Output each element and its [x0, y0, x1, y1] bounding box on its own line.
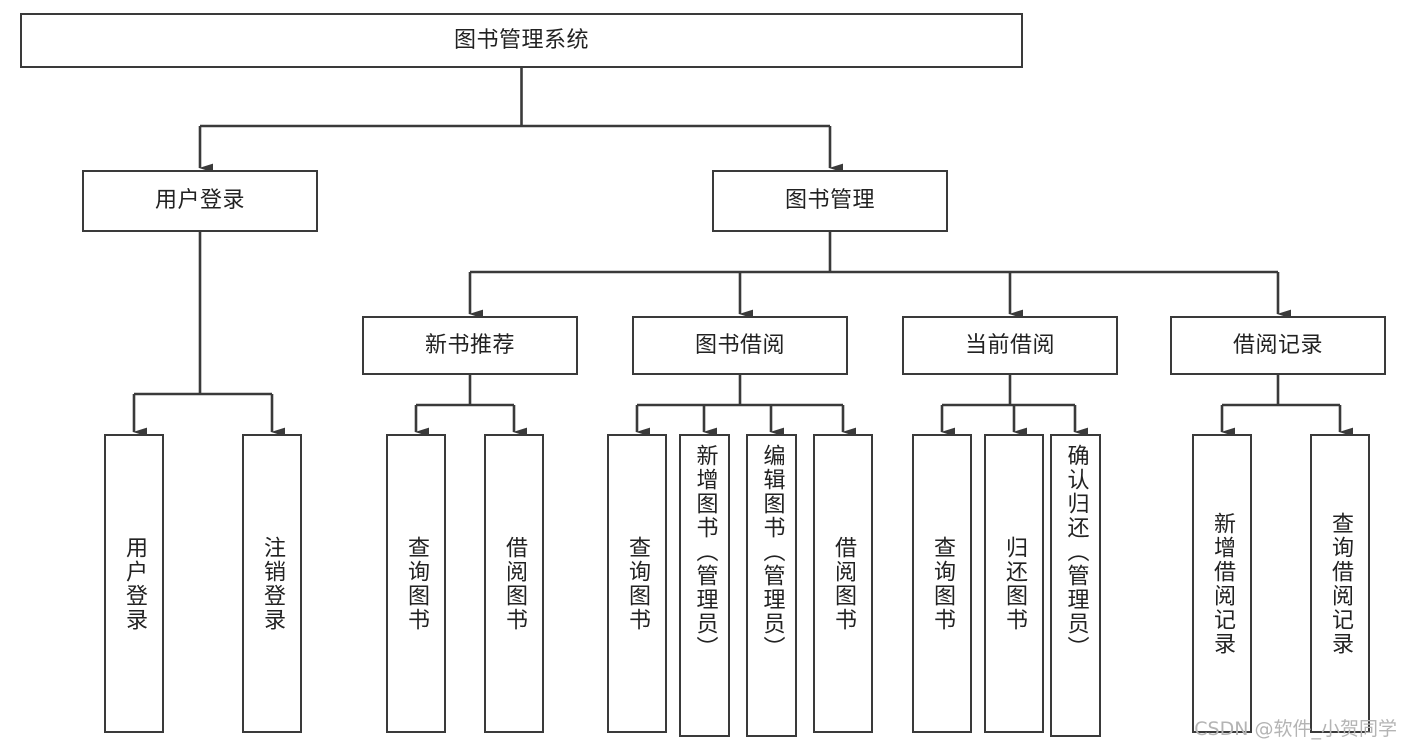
edge-group-book-manage: [468, 232, 1291, 319]
node-user-login-label: 用户登录: [154, 188, 245, 214]
node-root-label: 图书管理系统: [453, 27, 589, 53]
node-book-manage-label: 图书管理: [784, 188, 875, 214]
node-leaf-borrow-book-1-label: 借阅图书: [502, 535, 527, 632]
edge-group-root: [198, 68, 843, 173]
node-new-book-rec[interactable]: 新书推荐: [362, 316, 578, 375]
node-leaf-edit-book[interactable]: 编辑图书（管理员）: [746, 434, 797, 737]
edge-group-book-borrow: [635, 375, 856, 437]
node-leaf-borrow-book-1[interactable]: 借阅图书: [484, 434, 544, 733]
node-leaf-add-record[interactable]: 新增借阅记录: [1192, 434, 1252, 733]
node-leaf-query-book-3-label: 查询图书: [930, 535, 955, 632]
node-leaf-user-logout[interactable]: 注销登录: [242, 434, 302, 733]
node-leaf-borrow-book-2[interactable]: 借阅图书: [813, 434, 873, 733]
node-book-manage[interactable]: 图书管理: [712, 170, 948, 232]
node-leaf-borrow-book-2-label: 借阅图书: [831, 535, 856, 632]
node-leaf-return-book-label: 归还图书: [1002, 535, 1027, 632]
node-leaf-user-logout-label: 注销登录: [260, 535, 285, 632]
edge-group-user-login: [132, 232, 285, 437]
node-leaf-user-login[interactable]: 用户登录: [104, 434, 164, 733]
node-leaf-edit-book-label: 编辑图书（管理员）: [759, 444, 785, 660]
node-leaf-add-record-label: 新增借阅记录: [1210, 511, 1235, 656]
node-leaf-query-book-2-label: 查询图书: [625, 535, 650, 632]
edge-group-new-book-rec: [414, 375, 527, 437]
watermark-text: CSDN @软件_小贺同学: [1194, 718, 1397, 740]
node-root[interactable]: 图书管理系统: [20, 13, 1023, 68]
node-leaf-confirm-return-label: 确认归还（管理员）: [1063, 444, 1089, 660]
node-user-login[interactable]: 用户登录: [82, 170, 318, 232]
node-leaf-confirm-return[interactable]: 确认归还（管理员）: [1050, 434, 1101, 737]
node-book-borrow[interactable]: 图书借阅: [632, 316, 848, 375]
node-leaf-query-book-1-label: 查询图书: [404, 535, 429, 632]
node-borrow-record[interactable]: 借阅记录: [1170, 316, 1386, 375]
node-leaf-return-book[interactable]: 归还图书: [984, 434, 1044, 733]
node-book-borrow-label: 图书借阅: [694, 332, 785, 358]
node-leaf-query-book-2[interactable]: 查询图书: [607, 434, 667, 733]
node-new-book-rec-label: 新书推荐: [424, 332, 515, 358]
node-leaf-add-book-label: 新增图书（管理员）: [692, 444, 718, 660]
node-current-borrow-label: 当前借阅: [964, 332, 1055, 358]
node-leaf-user-login-label: 用户登录: [122, 535, 147, 632]
edge-group-borrow-record: [1220, 375, 1353, 437]
node-current-borrow[interactable]: 当前借阅: [902, 316, 1118, 375]
node-leaf-query-book-1[interactable]: 查询图书: [386, 434, 446, 733]
node-leaf-query-record-label: 查询借阅记录: [1328, 511, 1353, 656]
node-leaf-query-record[interactable]: 查询借阅记录: [1310, 434, 1370, 733]
edge-group-current-borrow: [940, 375, 1088, 437]
node-leaf-add-book[interactable]: 新增图书（管理员）: [679, 434, 730, 737]
node-leaf-query-book-3[interactable]: 查询图书: [912, 434, 972, 733]
node-borrow-record-label: 借阅记录: [1232, 332, 1323, 358]
